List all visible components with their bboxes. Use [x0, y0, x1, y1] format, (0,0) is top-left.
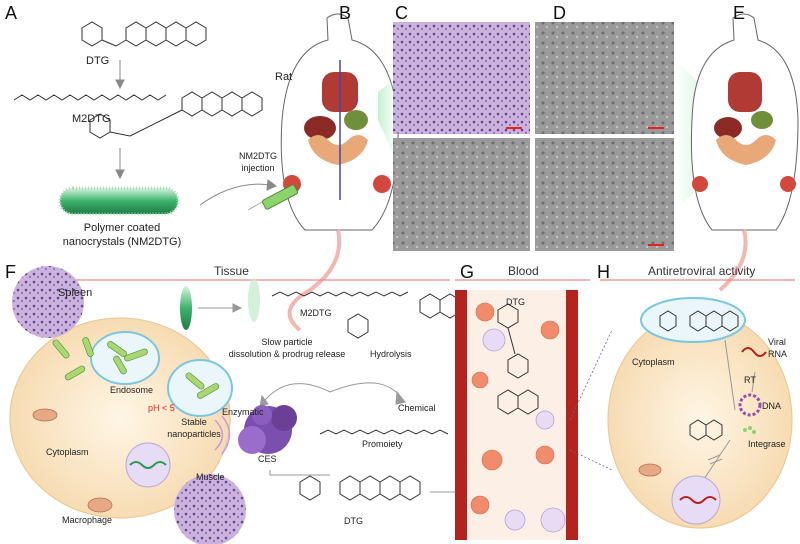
panel-label-d: D [553, 3, 566, 23]
spleen-histology [12, 266, 84, 338]
nucleus [125, 442, 171, 488]
viral-label-line1: Viral [768, 337, 786, 347]
injection-label-line2: injection [241, 163, 275, 173]
stable-label-line2: nanoparticles [167, 429, 221, 439]
section-title-tissue: Tissue [214, 264, 249, 278]
dashed-connector [569, 329, 613, 471]
rat-illustration-e [690, 13, 799, 292]
nucleus-h [671, 475, 721, 525]
dtg-structure-f [299, 475, 421, 501]
integrase-dots [743, 426, 756, 434]
dtg-structure [81, 21, 207, 47]
nanocrystal-label-line2: nanocrystals (NM2DTG) [62, 236, 182, 248]
hydrolysis-label: Hydrolysis [370, 349, 412, 359]
viral-dna-circle [738, 393, 762, 417]
promoiety-label: Promoiety [362, 439, 403, 449]
drug-vesicle [640, 297, 746, 343]
dtg-label: DTG [86, 55, 110, 67]
viral-rna-icon [741, 347, 767, 357]
ph-label: pH < 5 [148, 403, 175, 413]
slow-release-line1: Slow particle [261, 337, 313, 347]
cytoplasm-label-h: Cytoplasm [632, 357, 675, 367]
em-image-d-top [535, 22, 674, 134]
dissolving-nanocrystal [248, 278, 260, 322]
viral-label-line2: RNA [768, 349, 788, 359]
panel-label-b: B [339, 3, 352, 23]
panel-label-h: H [597, 262, 610, 282]
endosome-nanoparticles [107, 341, 148, 375]
histology-image-c [393, 22, 530, 134]
panel-label-f: F [5, 262, 16, 282]
cytoplasm-label-f: Cytoplasm [46, 447, 89, 457]
nanocrystal-label-line1: Polymer coated [83, 222, 161, 234]
m2dtg-structure [13, 91, 263, 139]
highlight-cone-b [378, 78, 396, 160]
macrophage-cell [9, 317, 231, 519]
panel-label-g: G [460, 262, 475, 282]
dtg-label-f: DTG [344, 516, 363, 526]
red-blood-cells [470, 302, 560, 515]
nanocrystal-capsule [58, 186, 180, 216]
rod-nanocrystal [180, 286, 192, 330]
enzyme-ces [238, 405, 297, 454]
dna-icon [129, 461, 167, 469]
dna-icon-h [679, 496, 717, 504]
syringe [247, 184, 299, 211]
ces-label: CES [258, 454, 277, 464]
dtg-label-g: DTG [506, 297, 525, 307]
slow-release-line2: dissolution & prodrug release [228, 349, 346, 359]
golgi [214, 415, 231, 455]
stable-label-line1: Stable [181, 417, 207, 427]
flow-arrows-a [115, 60, 277, 206]
muscle-label: Muscle [196, 472, 225, 482]
panel-label-e: E [733, 3, 746, 23]
promoiety-structure [319, 429, 449, 435]
cytoplasm-nanoparticles [52, 337, 94, 381]
integrase-label: Integrase [748, 439, 786, 449]
vessel-wall-left [455, 290, 467, 540]
rat-label: Rat [275, 71, 293, 83]
stable-nanoparticles [185, 372, 220, 399]
dtg-structure-h2 [689, 419, 723, 441]
injection-label-line1: NM2DTG [239, 151, 277, 161]
mitochondria [32, 408, 113, 513]
section-title-antiretroviral: Antiretroviral activity [648, 264, 756, 278]
spleen-label: Spleen [58, 287, 93, 299]
dtg-structure-h [659, 310, 739, 332]
chemical-label: Chemical [398, 403, 436, 413]
dna-label: DNA [762, 401, 782, 411]
rt-label: RT [744, 375, 756, 385]
endosome-label: Endosome [110, 385, 154, 395]
em-image-c-bottom [393, 138, 530, 251]
m2dtg-label-f: M2DTG [300, 308, 332, 318]
m2dtg-label: M2DTG [72, 113, 111, 125]
dtg-structure-g [497, 303, 539, 415]
rat-illustration-b [280, 13, 399, 332]
panel-label-c: C [395, 3, 408, 23]
enzymatic-label: Enzymatic [222, 407, 264, 417]
macrophage-label: Macrophage [62, 515, 113, 525]
white-blood-cells [482, 328, 566, 533]
muscle-histology [174, 474, 246, 544]
panel-label-a: A [5, 3, 18, 23]
section-title-blood: Blood [508, 264, 539, 278]
mitochondria-h [638, 463, 662, 477]
em-image-d-bottom [535, 138, 674, 251]
